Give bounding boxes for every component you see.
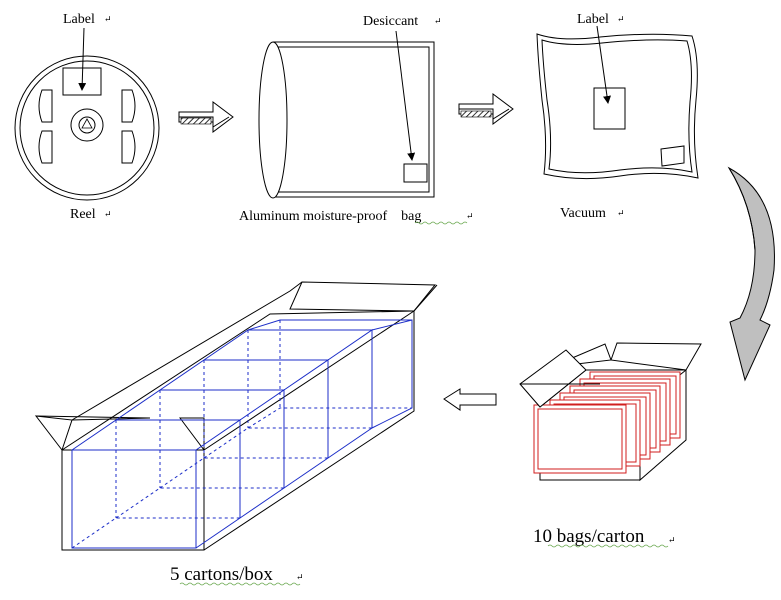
return-mark: ↵ (617, 14, 625, 24)
bag-caption: Aluminum moisture-proof bag (239, 209, 421, 224)
left-arrow (443, 388, 497, 411)
carton-caption: 10 bags/carton (533, 526, 645, 547)
return-mark: ↵ (668, 535, 676, 545)
curved-down-arrow (727, 166, 775, 382)
reel-figure (14, 27, 160, 201)
return-mark: ↵ (296, 572, 304, 582)
return-mark: ↵ (466, 211, 474, 221)
spellcheck-underline (547, 544, 669, 548)
return-mark: ↵ (104, 14, 112, 24)
return-mark: ↵ (104, 209, 112, 219)
vacuum-label-text: Label (577, 12, 609, 27)
reel-label-text: Label (63, 12, 95, 27)
spellcheck-underline (414, 221, 468, 225)
vacuum-caption: Vacuum (560, 206, 606, 221)
return-mark: ↵ (434, 16, 442, 26)
carton-figure (519, 342, 702, 482)
vacuum-bag-figure (536, 25, 699, 180)
right-arrow-2 (458, 93, 514, 125)
return-mark: ↵ (617, 208, 625, 218)
spellcheck-underline (179, 582, 301, 586)
box-caption: 5 cartons/box (170, 564, 273, 585)
shipping-box-figure (34, 281, 438, 551)
right-arrow-1 (178, 101, 234, 133)
reel-caption: Reel (70, 207, 96, 222)
aluminum-bag-figure (258, 30, 435, 199)
desiccant-label: Desiccant (363, 14, 418, 29)
